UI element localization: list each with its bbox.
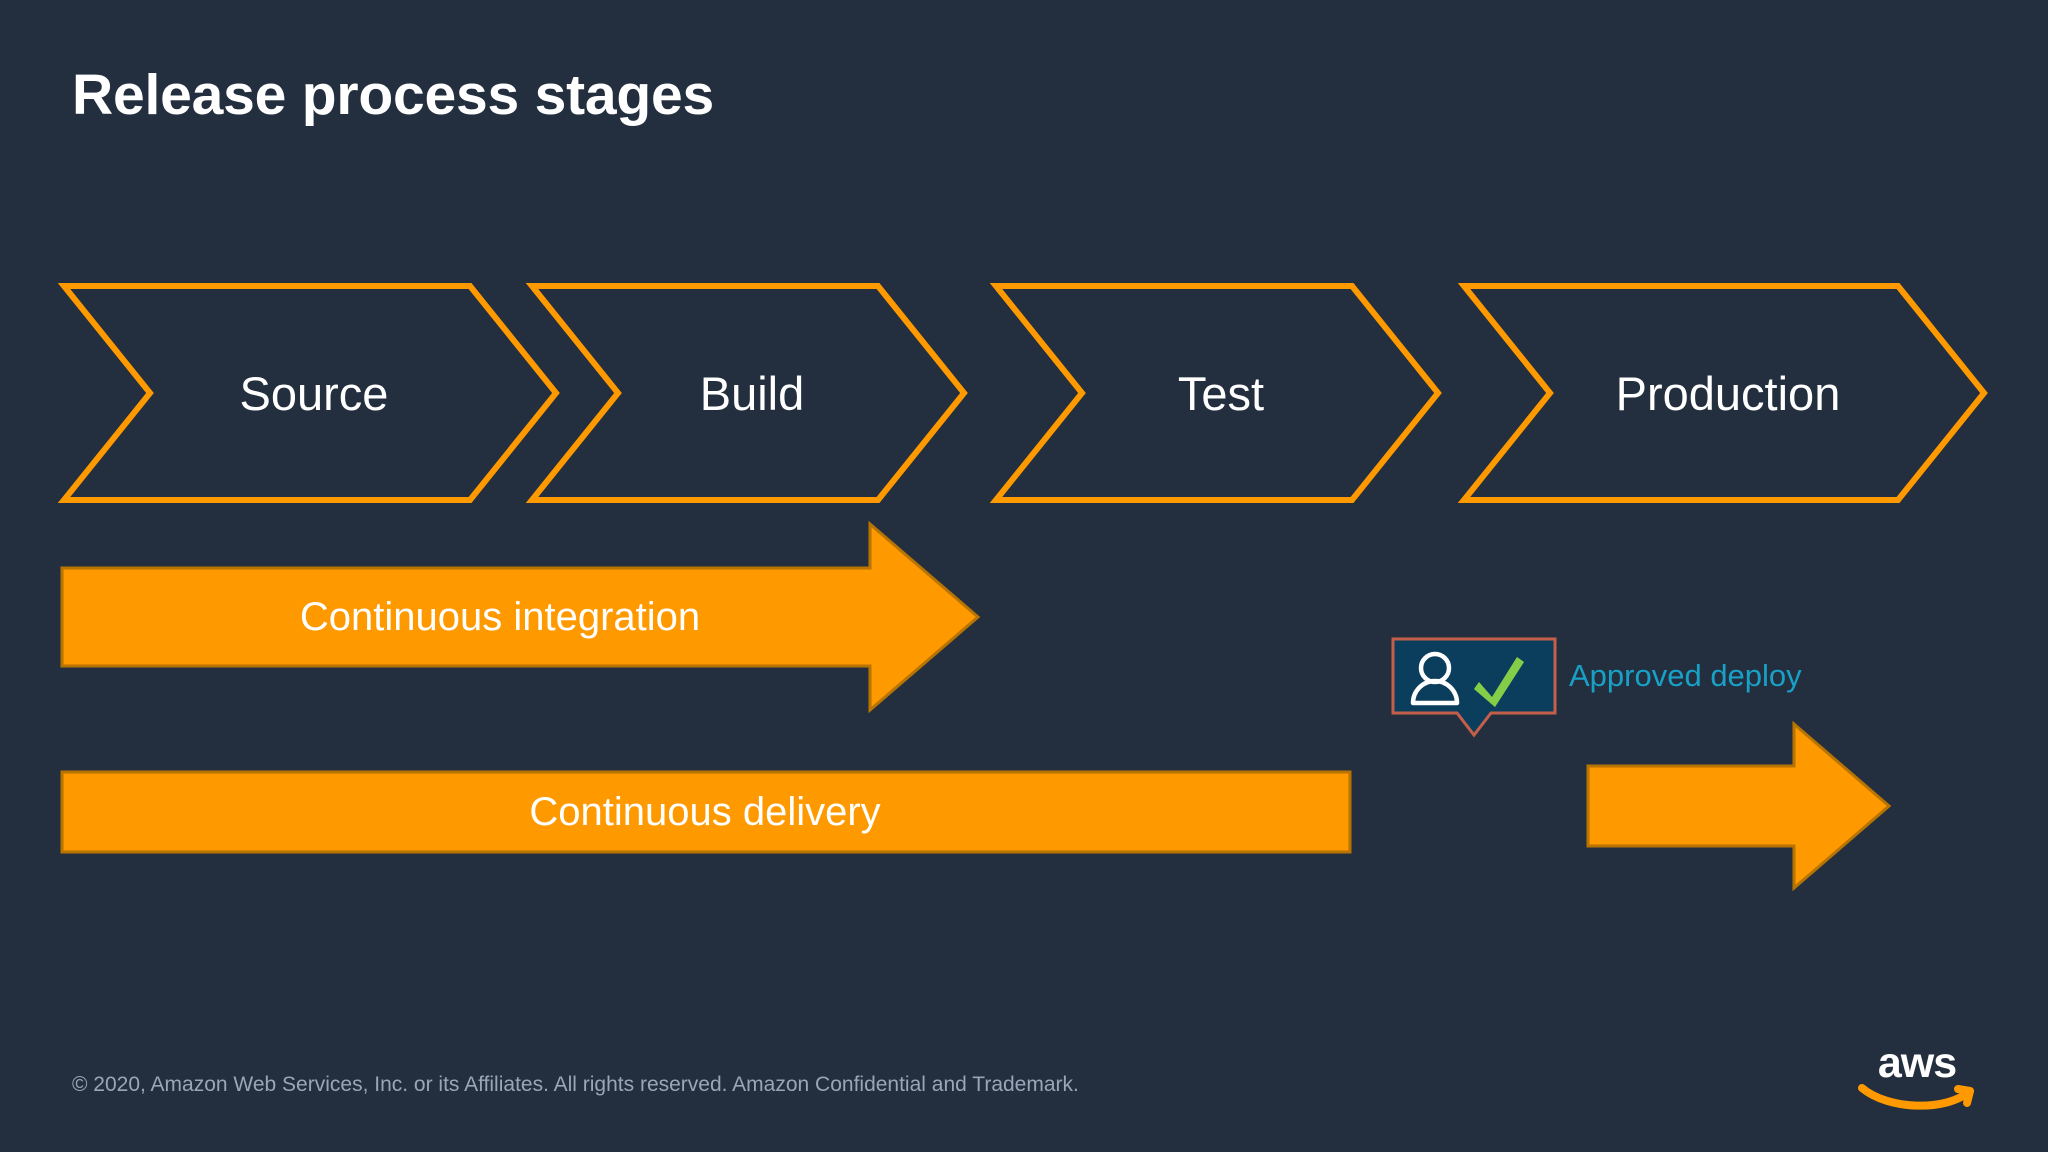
stage-chevron-test[interactable]: Test <box>989 282 1442 504</box>
aws-logo: aws <box>1858 1042 1976 1112</box>
approval-badge[interactable] <box>1391 637 1557 738</box>
right-arrow-icon <box>1586 720 1892 892</box>
stage-chevron-production[interactable]: Production <box>1457 282 1988 504</box>
continuous-delivery-bar[interactable]: Continuous delivery <box>60 770 1360 854</box>
green-check-icon <box>1474 657 1524 707</box>
continuous-integration-arrow[interactable]: Continuous integration <box>60 520 981 714</box>
stage-chevron-build[interactable]: Build <box>525 282 968 504</box>
right-arrow-icon <box>60 520 981 714</box>
right-bar-icon <box>60 770 1352 854</box>
aws-smile-icon <box>1858 1084 1974 1110</box>
stage-chevron-source[interactable]: Source <box>57 282 560 504</box>
release-stage-row: Source Build Test Production <box>0 282 2048 504</box>
approved-deploy-arrow[interactable] <box>1586 720 1892 892</box>
page-title: Release process stages <box>72 63 714 127</box>
footer-copyright: © 2020, Amazon Web Services, Inc. or its… <box>72 1073 1079 1096</box>
approval-label: Approved deploy <box>1569 658 1802 693</box>
aws-wordmark: aws <box>1877 1039 1957 1087</box>
person-icon <box>1410 651 1460 706</box>
